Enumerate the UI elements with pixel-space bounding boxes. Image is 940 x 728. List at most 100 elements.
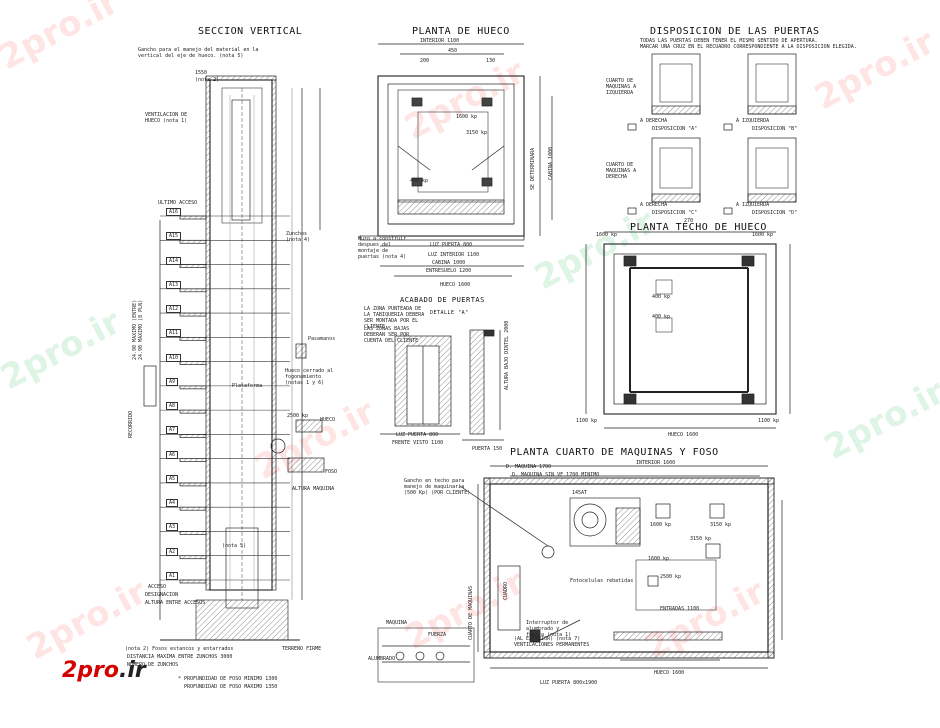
plan-dim: INTERIOR 1100: [420, 38, 460, 44]
machine-gancho: Gancho en techo para manejo de maquinari…: [404, 478, 471, 496]
machine-cuadro: CUADRO: [503, 581, 509, 600]
machine-kp: 3150 kp: [710, 522, 732, 528]
title-planta-techo: PLANTA TECHO DE HUECO: [630, 222, 767, 233]
note-hueco: HUECO: [320, 417, 336, 423]
floor-slab: [179, 264, 207, 268]
floor-slab: [179, 434, 207, 438]
roof-dim: HUECO 1600: [668, 432, 699, 438]
floor-slab: [179, 361, 207, 365]
level-tag: A13: [166, 280, 182, 289]
level-tag: A4: [166, 499, 179, 508]
doors-note: TODAS LAS PUERTAS DEBEN TENER EL MISMO S…: [640, 38, 818, 44]
roof-dim: 1600 kp: [596, 232, 618, 238]
title-planta-hueco: PLANTA DE HUECO: [412, 26, 510, 37]
floor-slab: [179, 239, 207, 244]
floor-slab: [179, 312, 207, 317]
machine-kp: 3150 kp: [690, 536, 712, 542]
plan-label: SE DETERMINARA: [530, 147, 536, 190]
title-acabado-puertas: ACABADO DE PUERTAS: [400, 296, 485, 304]
floor-slab: [179, 579, 207, 584]
machine-d-sin-vf: D. MAQUINA SIN VF 1700 MINIMO: [512, 472, 600, 478]
level-tag: A10: [166, 353, 182, 362]
floor-slab: [179, 531, 207, 535]
level-tag: A3: [166, 523, 179, 532]
level-tag: A15: [166, 232, 182, 241]
note-recorrido-max: 24.90 MAXIMO (8 PLN): [138, 299, 144, 360]
machine-hueco: HUECO 1600: [654, 670, 685, 676]
finish-frente-vista: FRENTE VISTO 1100: [392, 440, 444, 446]
level-tag: A1: [166, 572, 179, 580]
level-tag: A12: [166, 305, 182, 314]
note-distancia: DISTANCIA MAXIMA ENTRE ZUNCHOS 3000: [127, 654, 233, 660]
plan-dim: 450: [448, 48, 458, 54]
doors-disp-a: DISPOSICION "A": [652, 126, 698, 132]
finish-luz-puerta: LUZ PUERTA 800: [396, 432, 439, 438]
title-disposicion-puertas: DISPOSICION DE LAS PUERTAS: [650, 26, 820, 37]
plan-luz-interior: LUZ INTERIOR 1100: [428, 252, 480, 258]
note-plataforma: Plataforma: [232, 383, 263, 389]
machine-room-plan: [377, 465, 783, 683]
plan-hueco: HUECO 1600: [440, 282, 471, 288]
doors-a-izquierda: A IZQUIERDA: [736, 118, 770, 124]
finish-puerta: PUERTA 150: [472, 446, 503, 452]
level-tag: A11: [166, 329, 182, 338]
floor-slab: [179, 288, 207, 293]
roof-dim: 270: [684, 218, 694, 224]
machine-interior: INTERIOR 1600: [636, 460, 676, 466]
roof-dim: 400 kp: [652, 314, 671, 320]
roof-dim: 1100 kp: [576, 418, 598, 424]
doors-disp-b: DISPOSICION "B": [752, 126, 798, 132]
door-arrangements: [627, 53, 797, 215]
plan-label: 3150 kp: [466, 130, 488, 136]
level-tag: A8: [166, 402, 179, 411]
note-altura-entre: ALTURA ENTRE ACCESOS: [145, 600, 206, 606]
note-profundidad: * PROFUNDIDAD DE FOSO MINIMO 1300: [178, 676, 278, 682]
machine-145at: 145AT: [572, 490, 588, 496]
doors-cuarto-der: CUARTO DE MAQUINAS A DERECHA: [606, 162, 637, 180]
floor-slab: [179, 336, 207, 341]
machine-alumbrado: ALUMBRADO: [368, 656, 396, 662]
plan-label: CABINA 1000: [548, 146, 554, 180]
machine-cuarto: CUARTO DE MAQUINAS: [468, 585, 474, 640]
plan-cabina: CABINA 1000: [432, 260, 466, 266]
plan-label: 400 kp: [410, 178, 429, 184]
doors-a-izquierda: A IZQUIERDA: [736, 202, 770, 208]
machine-luz-puerta: LUZ PUERTA 800x1900: [540, 680, 598, 686]
finish-note: LAS ZONAS BAJAS DEBERAN SER POR CUENTA D…: [364, 326, 419, 344]
level-tag: A2: [166, 547, 179, 556]
note-numero: NUMERO DE ZUNCHOS: [127, 662, 179, 668]
plan-dim: 130: [486, 58, 496, 64]
floor-slab: [179, 458, 207, 463]
note-cota-sup2: (nota 2): [195, 77, 220, 83]
door-finish: [380, 329, 504, 441]
vertical-section: [143, 75, 325, 641]
floor-slab: [179, 215, 207, 220]
plan-dim: 200: [420, 58, 430, 64]
note-foso: FOSO: [325, 469, 338, 475]
floor-slab: [179, 506, 207, 511]
plan-note-muro: Muro a construir despues del montaje de …: [358, 236, 407, 260]
machine-ventilaciones: VENTILACIONES PERMANENTES: [514, 642, 590, 648]
note-nota5: (nota 5): [222, 543, 247, 549]
note-altura-maquina: ALTURA MAQUINA: [292, 486, 335, 492]
level-tag: A9: [166, 377, 179, 386]
note-recorrido: RECORRIDO: [128, 410, 134, 438]
machine-interruptor: Interruptor de alumbrado y fuerza (nota …: [526, 620, 572, 638]
hoistway-plan: [359, 43, 553, 277]
note-ventilacion: VENTILACION DE HUECO (nota 1): [145, 112, 188, 124]
note-hueco-cerrado: Hueco cerrado al fogonamiento (notas 1 y…: [285, 368, 334, 386]
roof-dim: 1600 kp: [752, 232, 774, 238]
note-acceso: ACCESO: [148, 584, 167, 590]
plan-luz-puerta: LUZ PUERTA 800: [430, 242, 473, 248]
machine-kp: 1600 kp: [648, 556, 670, 562]
level-tag: A5: [166, 474, 179, 483]
roof-plan: [585, 231, 791, 429]
machine-fuerza: FUERZA: [428, 632, 447, 638]
doors-cuarto-izq: CUARTO DE MAQUINAS A IZQUIERDA: [606, 78, 637, 96]
floor-slab: [179, 385, 207, 390]
note-pasamanos: Pasamanos: [308, 336, 336, 342]
doors-disp-d: DISPOSICION "D": [752, 210, 798, 216]
note-zunchos: Zunchos (nota 4): [286, 231, 311, 243]
level-tag: A6: [166, 450, 179, 459]
